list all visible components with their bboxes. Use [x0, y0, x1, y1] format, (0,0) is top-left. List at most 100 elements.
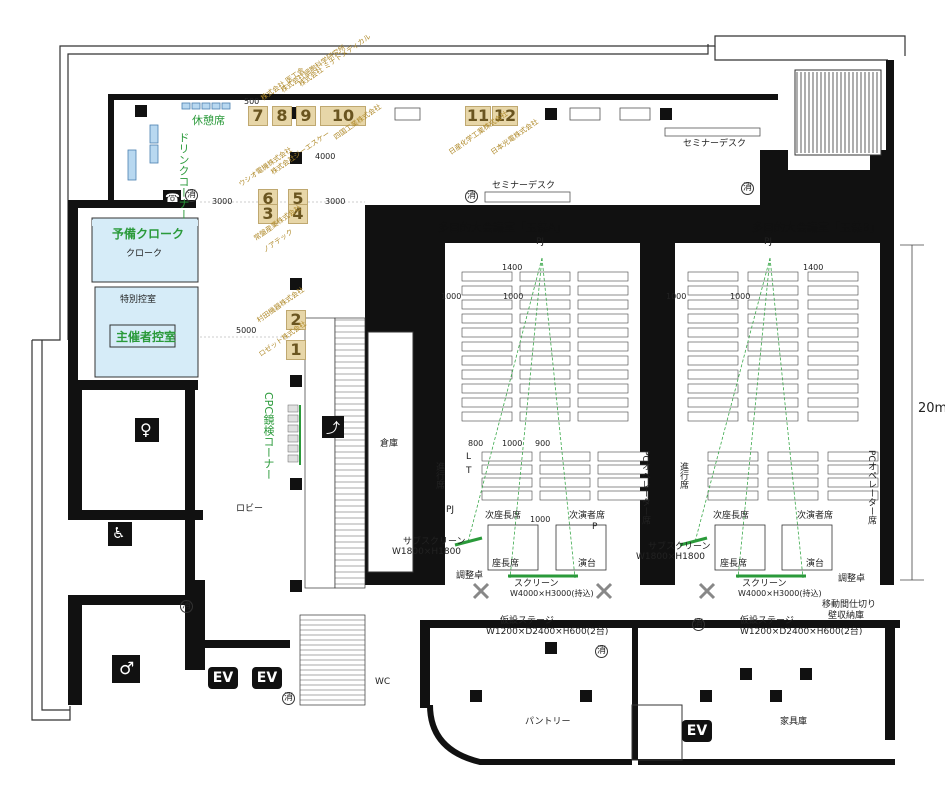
seat-table: [707, 477, 759, 488]
cpc-booth: [287, 444, 299, 453]
podium-a: 演台: [578, 559, 597, 569]
seat-table: [807, 341, 859, 352]
seat-table: [597, 451, 649, 462]
seat-table: [707, 451, 759, 462]
extinguisher-7: 消: [692, 618, 706, 631]
progress-seat-b: 進行席: [678, 462, 688, 489]
extinguisher-2: 消: [465, 190, 479, 203]
pantry-label: パントリー: [525, 717, 571, 727]
dim-1000b: 1000: [503, 292, 524, 301]
partition-storage-1: 移動間仕切り: [822, 600, 877, 610]
seat-table: [539, 451, 591, 462]
podium-b: 演台: [806, 559, 825, 569]
screen-b: スクリーン: [742, 579, 787, 589]
seat-table: [577, 341, 629, 352]
drink-corner-label: ドリンクコーナー: [177, 132, 190, 220]
seat-table: [827, 464, 879, 475]
furniture-store-label: 家具庫: [780, 717, 808, 727]
seat-table: [461, 411, 513, 422]
stage-a-size: W1200×D2400×H600(2台): [486, 627, 609, 637]
sub-screen-a-size: W1800×H1800: [392, 547, 462, 557]
seat-table: [461, 271, 513, 282]
podium-p-a: P: [592, 522, 598, 532]
booth-10: 10: [320, 106, 366, 126]
seat-table: [519, 299, 571, 310]
seat-table: [597, 490, 649, 501]
booth-11: 11: [465, 106, 491, 126]
seat-table: [747, 369, 799, 380]
seat-table: [481, 464, 533, 475]
seminar-desk-1: セミナーデスク: [492, 181, 556, 191]
next-chair-b: 次座長席: [713, 511, 750, 521]
seat-table: [747, 383, 799, 394]
cpc-booth: [287, 404, 299, 413]
seat-table: [827, 451, 879, 462]
seat-table: [481, 451, 533, 462]
seat-table: [747, 299, 799, 310]
chair-seat-b: 座長席: [720, 559, 748, 569]
screen-a: スクリーン: [514, 579, 559, 589]
seat-table: [519, 383, 571, 394]
pj-b: PJ: [764, 237, 773, 247]
seat-table: [577, 355, 629, 366]
seat-table: [807, 327, 859, 338]
seat-table: [687, 299, 739, 310]
screen-b-size: W4000×H3000(持込): [738, 589, 822, 598]
sub-screen-b: サブスクリーン: [648, 542, 711, 552]
seat-table: [687, 327, 739, 338]
dim-3000a: 3000: [212, 197, 233, 206]
seat-table: [577, 383, 629, 394]
cloak-label: クローク: [126, 249, 163, 259]
pc-operator-b: PCオペレーター席: [866, 450, 876, 525]
seat-table: [687, 383, 739, 394]
lt-t-a: T: [466, 466, 472, 476]
booth-12: 12: [492, 106, 518, 126]
dim-4000: 4000: [315, 152, 336, 161]
phone-icon: ☎: [165, 191, 180, 205]
seat-table: [539, 490, 591, 501]
seat-table: [687, 341, 739, 352]
seat-table: [577, 299, 629, 310]
dim-800: 800: [468, 439, 484, 448]
dim-3000b: 3000: [325, 197, 346, 206]
booth-8: 8: [272, 106, 292, 126]
seat-table: [747, 327, 799, 338]
storage-label: 倉庫: [380, 439, 399, 449]
booth-3: 3: [258, 204, 278, 224]
stage-b-size: W1200×D2400×H600(2台): [740, 627, 863, 637]
dim-1000d: 1000: [530, 515, 551, 524]
adjust-table-b: 調整卓: [838, 574, 866, 584]
pj-a: PJ: [536, 237, 545, 247]
screen-a-size: W4000×H3000(持込): [510, 589, 594, 598]
wheelchair-icon: ♿: [112, 524, 126, 542]
dim-1400a: 1400: [502, 263, 523, 272]
seat-table: [519, 397, 571, 408]
chair-seat-a: 座長席: [492, 559, 520, 569]
toilet-female-icon: ♀: [140, 420, 152, 439]
seat-table: [577, 285, 629, 296]
seat-table: [519, 355, 571, 366]
seat-table: [461, 369, 513, 380]
booth-2: 2: [286, 310, 306, 330]
seat-table: [747, 313, 799, 324]
seat-table: [519, 369, 571, 380]
lt-l-a: L: [466, 452, 472, 462]
seat-table: [577, 411, 629, 422]
seat-table: [767, 490, 819, 501]
seat-table: [807, 383, 859, 394]
seat-table: [577, 313, 629, 324]
seat-table: [597, 477, 649, 488]
seat-table: [597, 464, 649, 475]
special-room-label: 特別控室: [120, 295, 157, 305]
seat-table: [687, 355, 739, 366]
seat-table: [539, 464, 591, 475]
extinguisher-4: 消: [180, 600, 194, 613]
sub-screen-a: サブスクリーン: [403, 537, 466, 547]
pj-a-side: PJ: [446, 505, 455, 515]
progress-seat-a: 進行席: [434, 462, 444, 489]
extinguisher-3: 消: [741, 182, 755, 195]
seat-table: [807, 369, 859, 380]
seat-table: [827, 477, 879, 488]
seat-table: [519, 341, 571, 352]
seat-table: [519, 313, 571, 324]
